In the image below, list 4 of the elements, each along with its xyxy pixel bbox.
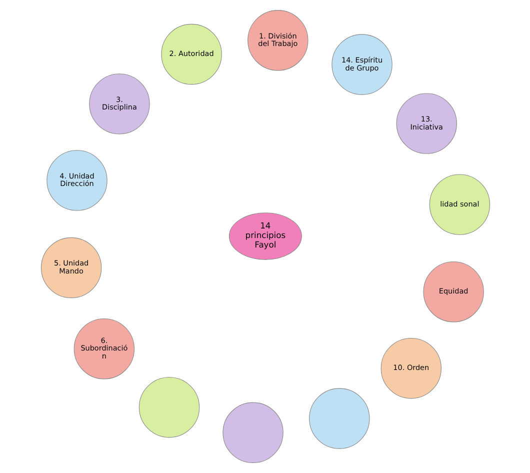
node-circle [138,377,200,438]
node-circle [222,402,283,463]
node-ellipse: 14 principios Fayol [228,212,302,260]
node-circle [308,388,370,449]
